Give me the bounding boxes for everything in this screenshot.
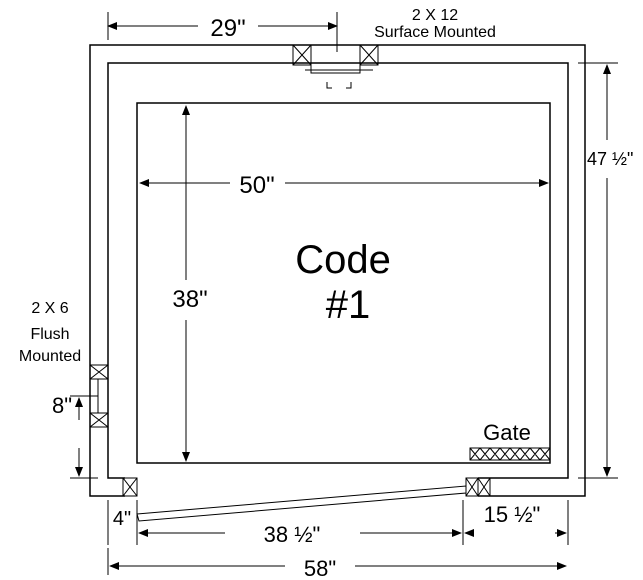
dim-gate-width [138, 500, 464, 545]
dim-gate-width-label: 38 ½" [264, 522, 321, 547]
pen-title-number: #1 [326, 283, 371, 327]
dim-gate-right [464, 500, 569, 545]
gate-post-left [122, 477, 138, 497]
dim-gate-right-label: 15 ½" [484, 502, 541, 527]
dim-overall-width [107, 548, 567, 575]
dim-outer-height [578, 62, 618, 479]
dim-outer-height-label: 47 ½" [587, 149, 633, 169]
dim-top-offset [107, 12, 338, 52]
gate-panel [136, 485, 467, 522]
dim-gate-left-label: 4" [113, 508, 131, 530]
gate-post-right [465, 477, 491, 497]
left-beam-size-label: 2 X 6 [31, 300, 68, 317]
gate-label: Gate [483, 420, 531, 445]
left-beam-mount-label-1: Flush [30, 326, 69, 343]
top-beam-mount-label: Surface Mounted [374, 24, 496, 41]
dim-inner-width-label: 50" [239, 172, 274, 199]
dim-gate-left [107, 500, 138, 545]
top-beam-size-label: 2 X 12 [412, 7, 458, 24]
dim-top-offset-label: 29" [210, 15, 245, 42]
top-beam [292, 44, 379, 89]
gate-bar [469, 447, 551, 461]
dim-left-gap-label: 8" [52, 393, 72, 418]
dim-left-gap [70, 395, 98, 479]
left-beam-mount-label-2: Mounted [19, 348, 81, 365]
dim-inner-height-label: 38" [172, 286, 207, 313]
dim-overall-width-label: 58" [304, 556, 336, 580]
pen-title-code: Code [295, 238, 391, 282]
inner-pen [136, 102, 551, 464]
